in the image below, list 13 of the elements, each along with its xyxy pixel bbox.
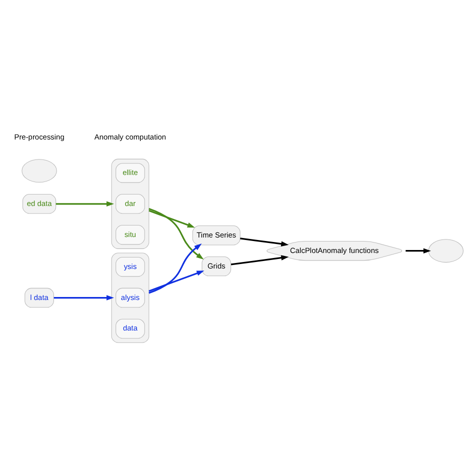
arrow — [148, 243, 202, 294]
cluster — [111, 158, 150, 248]
arrow — [230, 254, 289, 265]
node-circle — [22, 158, 57, 182]
node-circle — [428, 238, 464, 262]
arrow — [148, 207, 204, 259]
cluster — [111, 252, 150, 342]
arrow — [406, 248, 431, 253]
arrow — [240, 237, 289, 246]
arrow — [148, 270, 204, 292]
arrow — [56, 200, 114, 206]
arrow — [54, 294, 114, 300]
arrow — [148, 209, 195, 228]
